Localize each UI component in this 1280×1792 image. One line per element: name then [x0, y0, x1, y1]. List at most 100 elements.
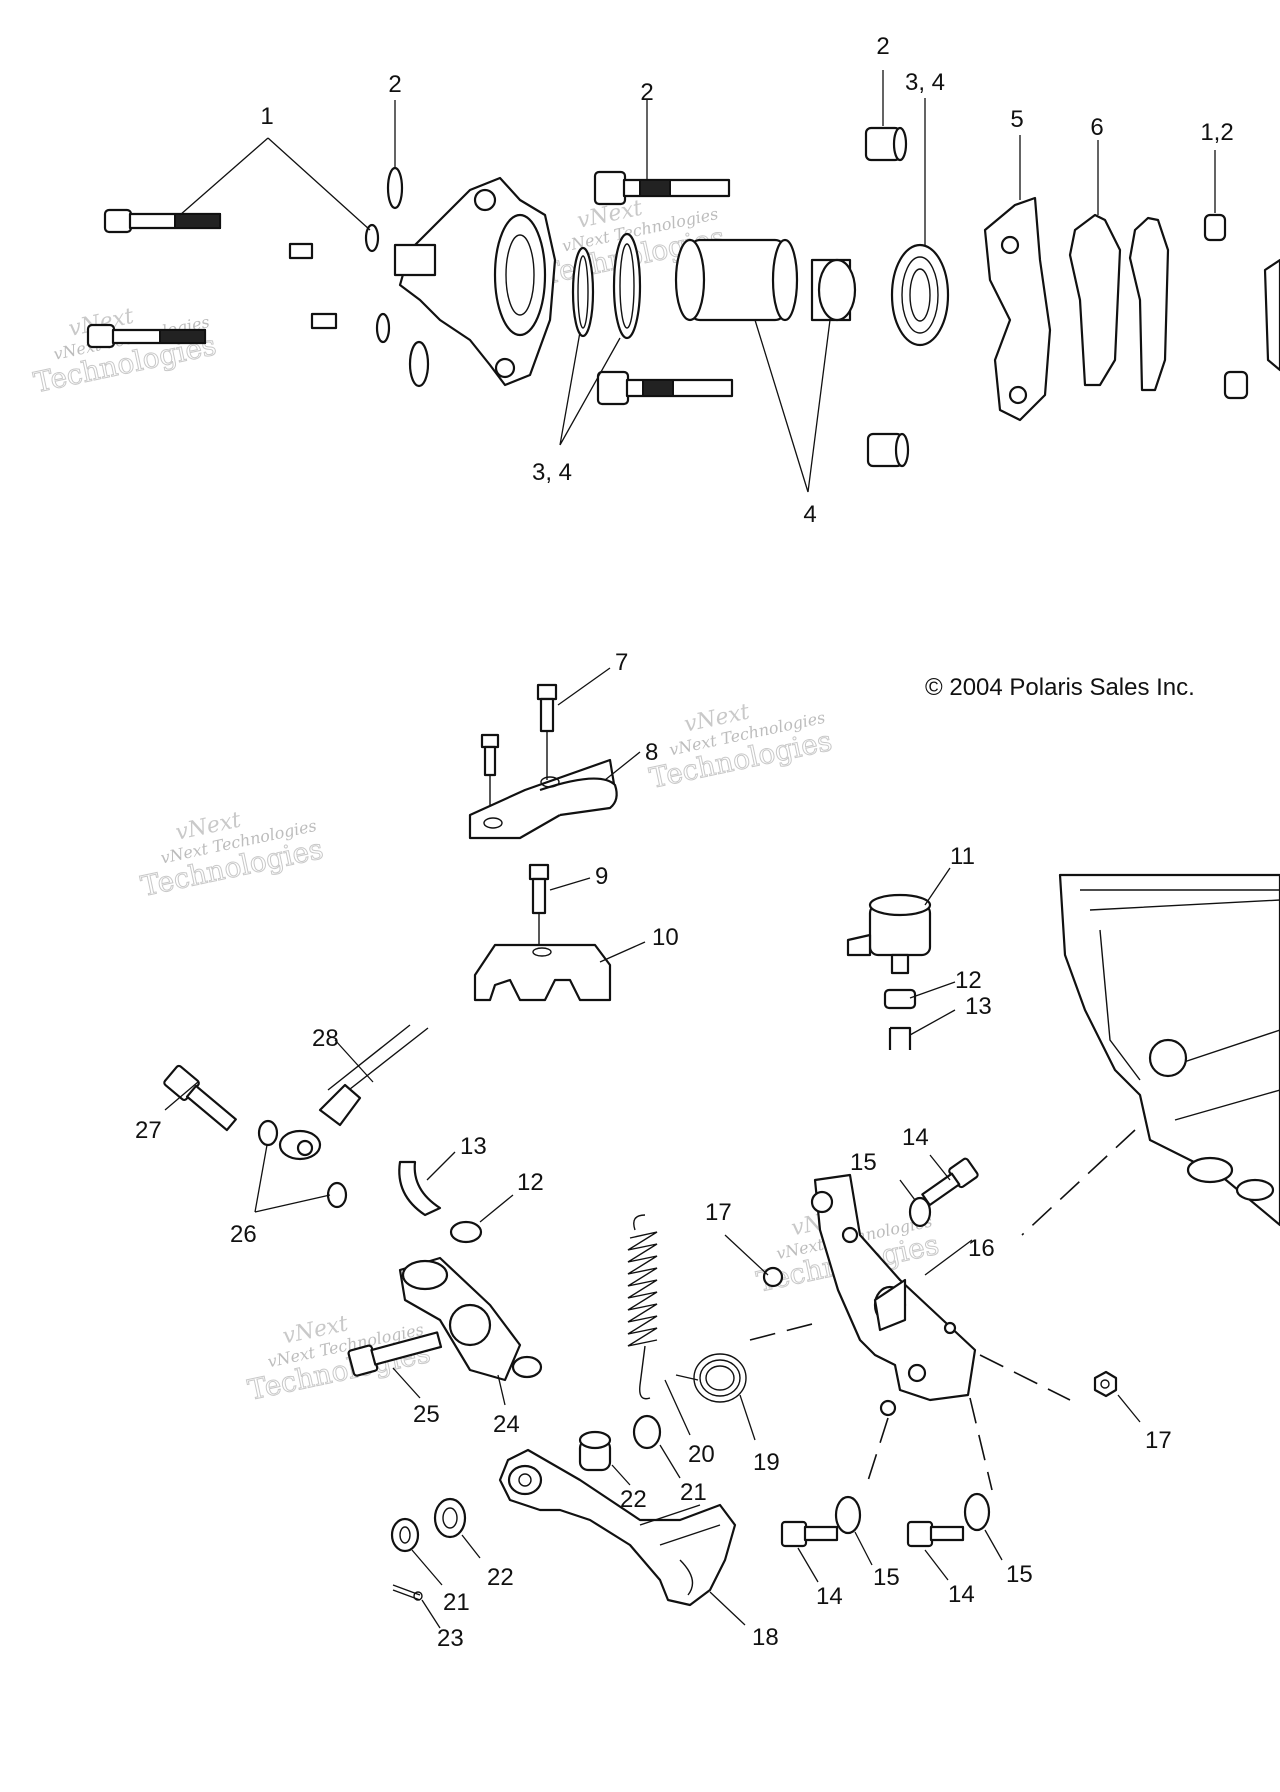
caliper-piston	[674, 238, 857, 322]
bolt-25	[347, 1331, 443, 1377]
bolt	[528, 863, 550, 881]
washer	[408, 340, 430, 388]
washer-21	[390, 1517, 420, 1553]
caliper-assembly	[86, 70, 1280, 493]
callout-15: 15	[1006, 1561, 1033, 1588]
mount-bracket-assembly	[468, 667, 646, 1002]
slide-pin-upper	[593, 170, 731, 206]
outer-pad-edge	[1263, 258, 1280, 372]
bracket-10	[473, 943, 612, 1002]
callout-11: 11	[950, 843, 975, 870]
callout-20: 20	[688, 1441, 715, 1468]
callout-13: 13	[965, 993, 992, 1020]
callout-28: 28	[312, 1025, 339, 1052]
nut-17	[1093, 1370, 1118, 1398]
pedal-assembly	[163, 1024, 1141, 1629]
sleeve-upper	[864, 126, 908, 162]
slide-pin-lower	[596, 370, 734, 406]
hose	[888, 1026, 912, 1050]
brake-pedal-18	[498, 1448, 737, 1607]
bolt-14	[780, 1520, 839, 1548]
callout-1-2: 1,2	[1200, 119, 1233, 146]
callout-27: 27	[135, 1117, 162, 1144]
callout-3-4: 3, 4	[905, 69, 945, 96]
callout-12: 12	[955, 967, 982, 994]
bushing	[1203, 213, 1227, 242]
push-rod-28	[278, 1024, 429, 1161]
callout-17: 17	[1145, 1427, 1172, 1454]
piston-boot	[890, 243, 950, 347]
caliper-bolt-lower	[86, 323, 207, 349]
washer-15	[834, 1495, 862, 1535]
nut-17	[762, 1266, 784, 1288]
bleeder-screw	[288, 242, 338, 330]
caliper-bracket	[983, 196, 1052, 422]
callout-22: 22	[487, 1564, 514, 1591]
bolt-14	[906, 1520, 965, 1548]
piston-seal	[571, 246, 595, 338]
callout-18: 18	[752, 1624, 779, 1651]
callout-19: 19	[753, 1449, 780, 1476]
assembly-line	[749, 1321, 821, 1341]
bushing	[1223, 370, 1249, 400]
callout-2: 2	[876, 33, 889, 60]
hose-clamp	[883, 988, 917, 1010]
washer	[375, 312, 391, 344]
washer-15	[963, 1492, 991, 1532]
reservoir-assembly	[846, 867, 956, 1050]
callout-21: 21	[443, 1589, 470, 1616]
callout-15: 15	[850, 1149, 877, 1176]
bracket-8	[468, 758, 618, 840]
bolt	[536, 683, 558, 701]
watermarks: vNext vNext Technologies Technologies vN…	[30, 196, 942, 1408]
callout-2: 2	[640, 79, 653, 106]
callout-25: 25	[413, 1401, 440, 1428]
callout-12: 12	[517, 1169, 544, 1196]
master-cylinder-24	[398, 1256, 543, 1382]
bushing-22	[578, 1430, 612, 1472]
callout-24: 24	[493, 1411, 520, 1438]
callouts-top: 1 2 2 2 3, 4 5 6 1,2 3, 4 4	[260, 33, 1233, 528]
washer	[386, 166, 404, 210]
copyright-notice: © 2004 Polaris Sales Inc.	[925, 674, 1195, 701]
callout-15: 15	[873, 1564, 900, 1591]
washer-15	[908, 1196, 932, 1228]
return-spring-20	[627, 1214, 658, 1400]
callouts-bottom: 7 8 9 10 11 12 13 28 27 26 13 12 14 15 1…	[135, 649, 1172, 1652]
brake-fluid-reservoir	[846, 893, 932, 975]
callout-22: 22	[620, 1486, 647, 1513]
assembly-line	[979, 1354, 1071, 1401]
callout-9: 9	[595, 863, 608, 890]
callout-23: 23	[437, 1625, 464, 1652]
callout-5: 5	[1010, 106, 1023, 133]
assembly-line	[969, 1397, 993, 1491]
sleeve-lower	[866, 432, 910, 468]
callout-3-4: 3, 4	[532, 459, 572, 486]
caliper-bolt-upper	[103, 208, 222, 234]
callout-14: 14	[816, 1583, 843, 1610]
callout-2: 2	[388, 71, 401, 98]
callout-7: 7	[615, 649, 628, 676]
hose-13	[398, 1160, 442, 1217]
callout-16: 16	[968, 1235, 995, 1262]
callout-8: 8	[645, 739, 658, 766]
callout-13: 13	[460, 1133, 487, 1160]
clamp-12	[449, 1220, 483, 1244]
washer	[364, 223, 380, 253]
pivot-plate-16	[810, 1173, 977, 1417]
bolt-14	[921, 1157, 979, 1207]
callout-26: 26	[230, 1221, 257, 1248]
callout-10: 10	[652, 924, 679, 951]
callout-6: 6	[1090, 114, 1103, 141]
washer-22	[433, 1497, 467, 1539]
bolt	[480, 733, 500, 749]
dust-seal	[612, 232, 642, 340]
torsion-spring-19	[675, 1353, 747, 1403]
bolt-27	[163, 1064, 237, 1132]
callout-1: 1	[260, 103, 273, 130]
assembly-line	[864, 1417, 889, 1491]
watermark: vNext vNext Technologies Technologies	[137, 808, 326, 904]
assembly-line	[1021, 1129, 1136, 1236]
washer-26	[257, 1119, 279, 1147]
